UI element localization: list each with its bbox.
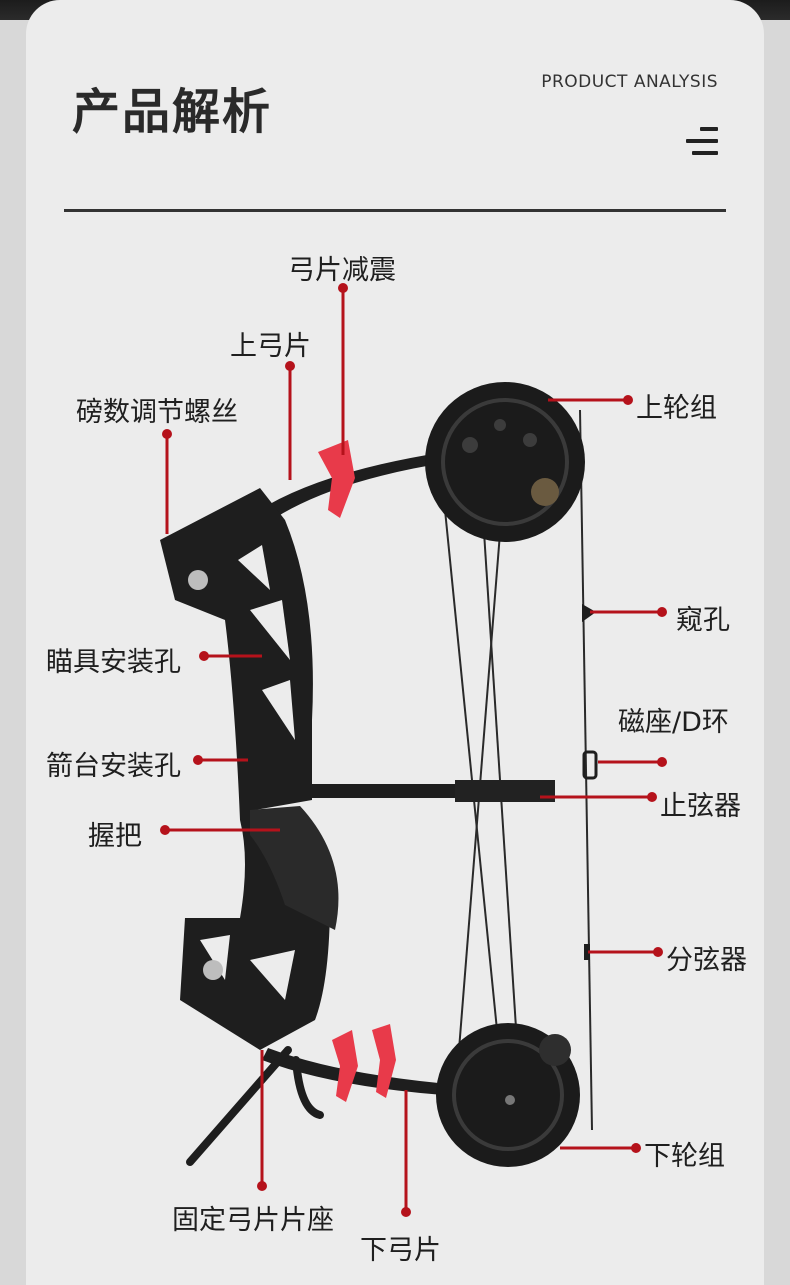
content-card: 产品解析 PRODUCT ANALYSIS: [26, 0, 764, 1285]
lower-cam: [436, 1023, 580, 1167]
menu-icon[interactable]: [686, 127, 718, 155]
page-subtitle: PRODUCT ANALYSIS: [541, 72, 718, 92]
cable-guard-rod: [300, 780, 555, 802]
label-peep-sight: 窥孔: [676, 605, 730, 636]
poundage-screw-head: [188, 570, 208, 590]
callout-lines: [165, 290, 660, 1210]
limb-dampers: [318, 440, 396, 1102]
grip: [250, 806, 339, 930]
label-sight-mount-hole: 瞄具安装孔: [46, 647, 181, 678]
label-lower-cam: 下轮组: [644, 1141, 725, 1172]
label-limb-pocket: 固定弓片片座: [172, 1205, 334, 1236]
label-arrow-rest-hole: 箭台安装孔: [46, 751, 181, 782]
lower-screw-head: [203, 960, 223, 980]
cable-slide: [584, 944, 590, 960]
label-d-loop: 磁座/D环: [618, 707, 729, 738]
page-title: 产品解析: [72, 84, 273, 140]
label-cable-slide: 分弦器: [666, 945, 747, 976]
riser: [160, 488, 330, 1050]
label-upper-cam: 上轮组: [636, 393, 717, 424]
label-upper-limb: 上弓片: [230, 331, 311, 362]
upper-cam: [425, 382, 585, 542]
label-grip: 握把: [88, 821, 142, 852]
riser-cutouts: [200, 545, 295, 1000]
bow-stand: [186, 1046, 324, 1166]
peep-sight: [582, 604, 596, 622]
label-lower-limb: 下弓片: [360, 1235, 441, 1266]
label-poundage-screw: 磅数调节螺丝: [76, 397, 238, 428]
callout-dots: [160, 283, 667, 1217]
header-divider: [64, 209, 726, 212]
lower-limb: [262, 1048, 460, 1096]
upper-limb: [268, 452, 450, 518]
label-limb-damper: 弓片减震: [288, 255, 396, 286]
d-loop: [582, 750, 598, 780]
label-string-stop: 止弦器: [660, 791, 741, 822]
